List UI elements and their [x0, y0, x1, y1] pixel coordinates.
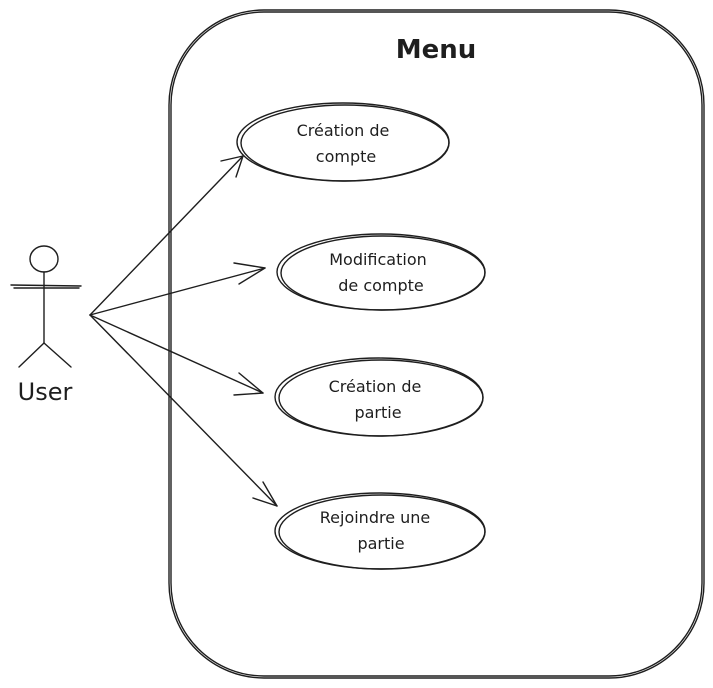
arrow-to-modification-compte — [89, 262, 266, 316]
actor-user: User — [10, 245, 82, 406]
actor-left-leg — [18, 342, 45, 368]
use-case-label-line1: Création de — [329, 377, 422, 396]
association-arrows — [89, 155, 278, 507]
actor-arms — [10, 284, 82, 287]
use-case-creation-partie: Création de partie — [274, 357, 484, 437]
use-case-label-line2: de compte — [338, 276, 424, 295]
arrow-to-creation-partie — [89, 314, 264, 396]
use-case-label-line2: partie — [357, 534, 404, 553]
use-case-label-line1: Rejoindre une — [320, 508, 431, 527]
actor-name: User — [18, 378, 73, 406]
use-case-label-line2: partie — [354, 403, 401, 422]
use-case-label-line2: compte — [316, 147, 376, 166]
system-title: Menu — [396, 35, 477, 65]
arrow-to-rejoindre-partie — [89, 314, 278, 507]
system-boundary — [168, 9, 705, 679]
use-case-rejoindre-partie: Rejoindre une partie — [274, 492, 486, 570]
use-case-creation-compte: Création de compte — [236, 102, 450, 182]
use-case-label-line1: Modification — [329, 250, 427, 269]
use-case-label-line1: Création de — [297, 121, 390, 140]
use-case-modification-compte: Modification de compte — [276, 233, 486, 311]
actor-right-leg — [43, 342, 72, 368]
actor-head — [29, 245, 59, 273]
actor-figure-icon — [10, 245, 82, 368]
arrow-to-creation-compte — [89, 155, 244, 316]
